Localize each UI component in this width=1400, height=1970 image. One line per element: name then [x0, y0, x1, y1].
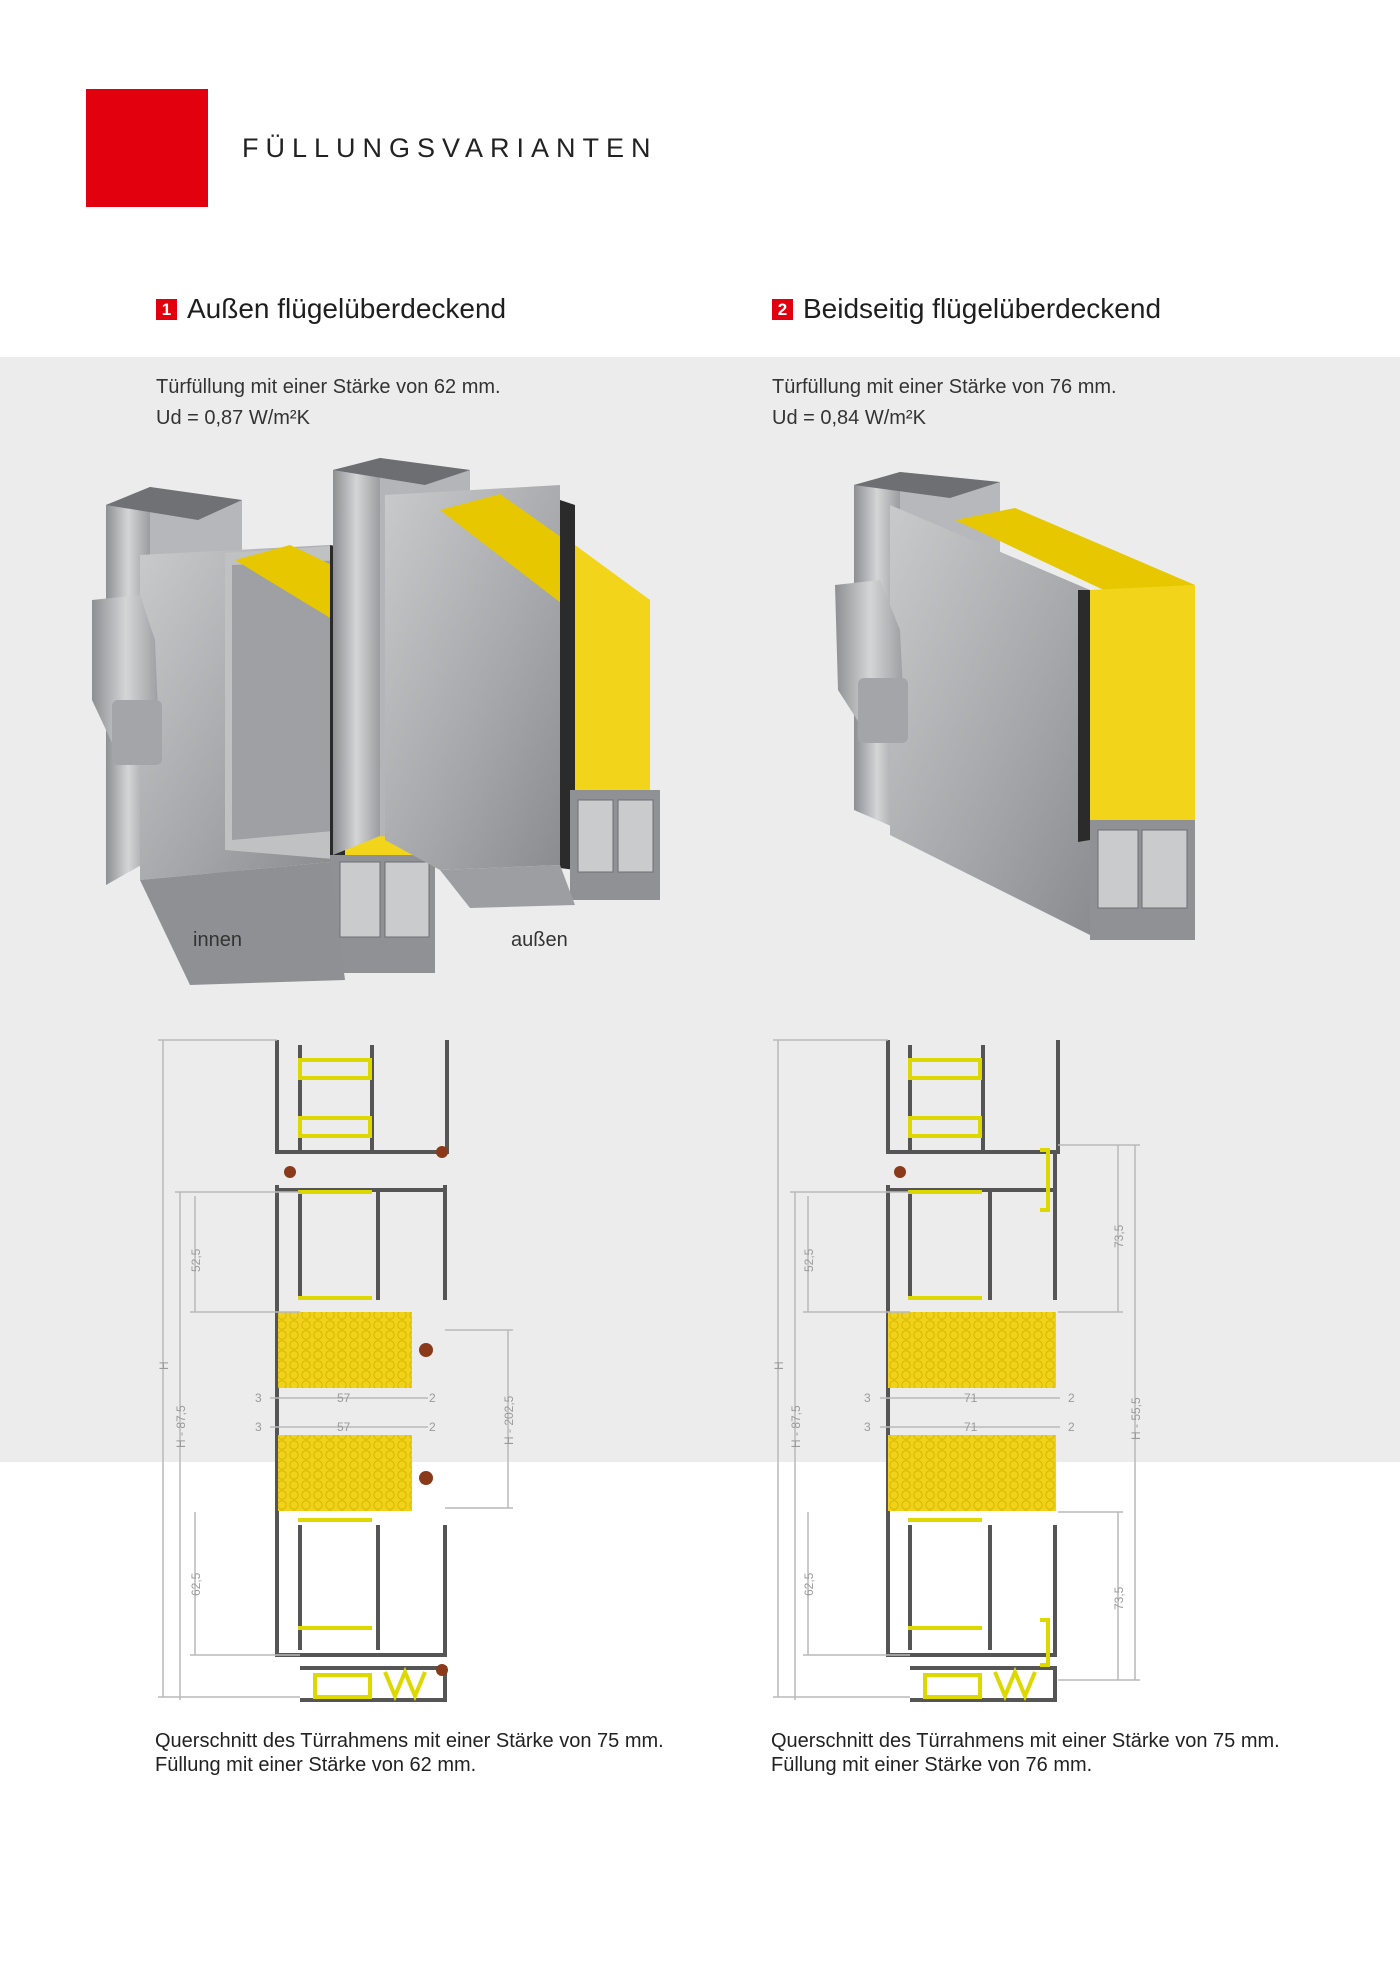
variant-2-dim-bottom: 62,5	[802, 1572, 816, 1596]
variant-1-heading: 1 Außen flügelüberdeckend	[156, 293, 506, 325]
variant-1-dim-overall: H	[157, 1361, 171, 1370]
variant-1-dim-right-gap-lower: 2	[429, 1420, 436, 1434]
variant-2-title: Beidseitig flügelüberdeckend	[803, 293, 1162, 324]
variant-1-dim-leaf: H - 202,5	[502, 1395, 516, 1445]
variant-2-dim-overall: H	[772, 1361, 786, 1370]
page-title: FÜLLUNGSVARIANTEN	[242, 133, 658, 163]
variant-2-dim-sash: H - 87,5	[789, 1405, 803, 1448]
variant-2-infill-thickness: Türfüllung mit einer Stärke von 76 mm.	[772, 376, 1117, 398]
variant-1-ud-value: Ud = 0,87 W/m²K	[156, 407, 310, 429]
variant-1-infill-thickness: Türfüllung mit einer Stärke von 62 mm.	[156, 376, 501, 398]
variant-2-render	[835, 472, 1195, 940]
variant-1-cross-section: H H - 87,5 52,5 62,5 H - 202,5 3 57 2 3 …	[157, 1039, 516, 1702]
variant-1-caption-line-1: Querschnitt des Türrahmens mit einer Stä…	[155, 1730, 664, 1752]
variant-2-dim-infill: 71	[964, 1391, 978, 1405]
variant-2-caption: Querschnitt des Türrahmens mit einer Stä…	[771, 1729, 1280, 1777]
variant-2-infill-foam-top	[888, 1312, 1056, 1388]
variant-2-heading: 2 Beidseitig flügelüberdeckend	[772, 293, 1161, 325]
variant-2-dim-left-gap-lower: 3	[864, 1420, 871, 1434]
variant-2-cross-section: H H - 87,5 52,5 62,5 H - 55,5 73,5 73,5 …	[772, 1039, 1143, 1702]
variant-2-dim-cover-bottom: 73,5	[1112, 1586, 1126, 1610]
variant-2-ud-value: Ud = 0,84 W/m²K	[772, 407, 926, 429]
variant-1-infill-foam-top	[278, 1312, 412, 1388]
variant-1-dim-top: 52,5	[189, 1248, 203, 1272]
brand-red-square	[86, 89, 208, 207]
variant-2-dim-right-gap-lower: 2	[1068, 1420, 1075, 1434]
variant-1-dim-left-gap-lower: 3	[255, 1420, 262, 1434]
variant-1-dim-infill: 57	[337, 1391, 351, 1405]
variant-1-dim-sash: H - 87,5	[174, 1405, 188, 1448]
variant-2-number-badge: 2	[772, 298, 793, 320]
variant-2-description: Türfüllung mit einer Stärke von 76 mm. U…	[772, 372, 1117, 434]
variant-1-infill-foam-bottom	[278, 1435, 412, 1511]
variant-2-caption-line-1: Querschnitt des Türrahmens mit einer Stä…	[771, 1730, 1280, 1752]
variant-1-dim-bottom: 62,5	[189, 1572, 203, 1596]
variant-2-infill-foam-bottom	[888, 1435, 1056, 1511]
variant-1-number-badge: 1	[156, 298, 177, 320]
variant-1-dim-left-gap: 3	[255, 1391, 262, 1405]
variant-2-dim-left-gap: 3	[864, 1391, 871, 1405]
variant-1-dim-right-gap: 2	[429, 1391, 436, 1405]
variant-2-dim-cover-top: 73,5	[1112, 1224, 1126, 1248]
variant-1-caption-line-2: Füllung mit einer Stärke von 62 mm.	[155, 1754, 477, 1776]
label-outside: außen	[511, 929, 568, 951]
variant-2-dim-leaf: H - 55,5	[1129, 1397, 1143, 1440]
variant-2-dim-infill-lower: 71	[964, 1420, 978, 1434]
variant-2-dim-top: 52,5	[802, 1248, 816, 1272]
variant-1-description: Türfüllung mit einer Stärke von 62 mm. U…	[156, 372, 501, 434]
variant-1-caption: Querschnitt des Türrahmens mit einer Stä…	[155, 1729, 664, 1777]
variant-1-render-outside	[333, 458, 660, 908]
variant-2-caption-line-2: Füllung mit einer Stärke von 76 mm.	[771, 1754, 1093, 1776]
variant-1-title: Außen flügelüberdeckend	[187, 293, 507, 324]
variant-1-dim-infill-lower: 57	[337, 1420, 351, 1434]
label-inside: innen	[193, 929, 242, 951]
variant-2-dim-right-gap: 2	[1068, 1391, 1075, 1405]
